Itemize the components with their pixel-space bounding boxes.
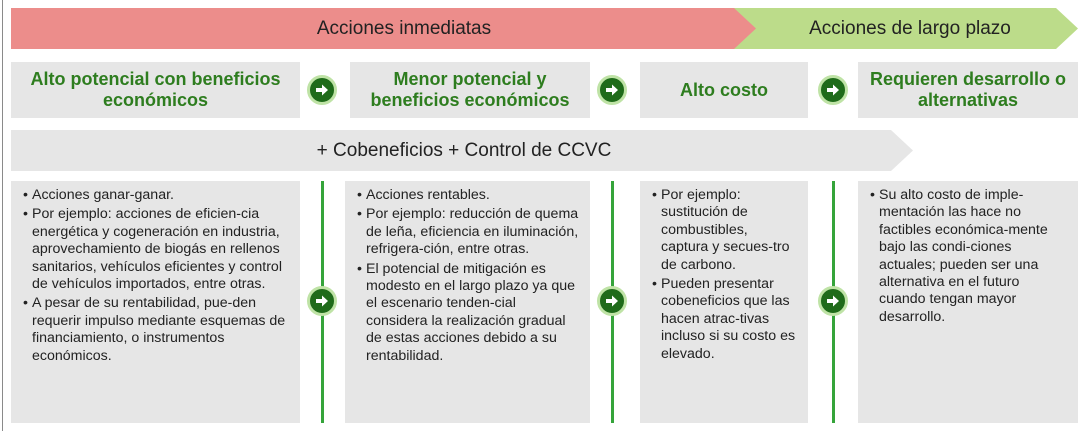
- immediate-actions-arrow: Acciones inmediatas: [11, 8, 793, 49]
- right-arrow-circle-icon: [818, 286, 848, 316]
- bullet-list: Acciones rentables. Por ejemplo: reducci…: [357, 187, 580, 365]
- cobenefits-label: + Cobeneficios + Control de CCVC: [316, 139, 612, 161]
- bullet-list: Por ejemplo: sustitución de combustibles…: [652, 187, 798, 363]
- bullet-list: Su alto costo de imple-mentación las hac…: [870, 187, 1068, 326]
- category-label: Requieren desarrollo o alternativas: [869, 69, 1067, 110]
- long-term-actions-arrow: Acciones de largo plazo: [734, 8, 1078, 49]
- right-arrow-circle-icon: [818, 75, 848, 105]
- right-arrow-circle-icon: [597, 286, 627, 316]
- category-box-high-potential: Alto potencial con beneficios económicos: [11, 62, 300, 118]
- immediate-actions-label: Acciones inmediatas: [316, 17, 492, 39]
- bullet-list: Acciones ganar-ganar. Por ejemplo: accio…: [23, 187, 290, 365]
- right-arrow-circle-icon: [307, 286, 337, 316]
- bullet-item: Pueden presentar cobeneficios que las ha…: [652, 276, 798, 363]
- bullet-item: El potencial de mitigación es modesto en…: [357, 261, 580, 365]
- bullet-item: Por ejemplo: acciones de eficien-cia ene…: [23, 206, 290, 293]
- category-box-lower-potential: Menor potencial y beneficios económicos: [350, 62, 590, 118]
- detail-panel-high-cost: Por ejemplo: sustitución de combustibles…: [640, 181, 808, 423]
- bullet-item: Acciones rentables.: [357, 187, 580, 205]
- bullet-item: Por ejemplo: reducción de quema de leña,…: [357, 206, 580, 258]
- category-label: Menor potencial y beneficios económicos: [370, 69, 570, 110]
- detail-panel-high-potential: Acciones ganar-ganar. Por ejemplo: accio…: [11, 181, 300, 423]
- detail-panel-require-development: Su alto costo de imple-mentación las hac…: [858, 181, 1078, 423]
- bullet-item: Su alto costo de imple-mentación las hac…: [870, 187, 1068, 326]
- bullet-item: A pesar de su rentabilidad, pue-den requ…: [23, 295, 290, 365]
- left-border: [2, 0, 3, 431]
- cobenefits-arrow: + Cobeneficios + Control de CCVC: [11, 130, 913, 171]
- category-box-require-development: Requieren desarrollo o alternativas: [858, 62, 1078, 118]
- long-term-actions-label: Acciones de largo plazo: [809, 17, 1011, 39]
- right-arrow-circle-icon: [597, 75, 627, 105]
- right-arrow-circle-icon: [307, 75, 337, 105]
- bullet-item: Por ejemplo: sustitución de combustibles…: [652, 187, 798, 274]
- bullet-item: Acciones ganar-ganar.: [23, 187, 290, 205]
- category-label: Alto costo: [680, 79, 768, 100]
- category-label: Alto potencial con beneficios económicos: [30, 69, 281, 110]
- detail-panel-lower-potential: Acciones rentables. Por ejemplo: reducci…: [345, 181, 590, 423]
- category-box-high-cost: Alto costo: [640, 62, 808, 118]
